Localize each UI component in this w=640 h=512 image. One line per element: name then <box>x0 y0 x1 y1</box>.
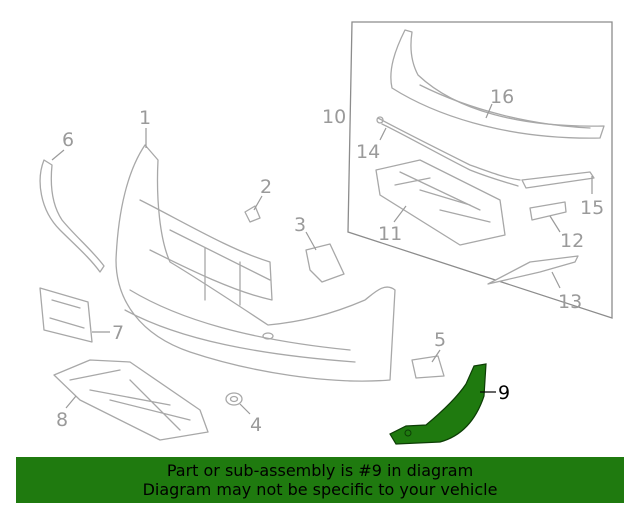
part-2-clip <box>244 205 261 223</box>
callout-7: 7 <box>112 322 124 344</box>
callout-2: 2 <box>260 176 272 198</box>
part-7-plate-bracket <box>39 287 93 343</box>
inset-box <box>347 21 613 319</box>
callout-12: 12 <box>560 230 584 252</box>
callout-15: 15 <box>580 197 604 219</box>
part-8-detail <box>69 369 191 431</box>
callout-16: 16 <box>490 86 514 108</box>
part-9-hole <box>404 429 412 437</box>
part-14-clip <box>376 116 384 124</box>
part-8-undertray <box>53 359 209 441</box>
part-13-strip <box>487 255 579 285</box>
leader-8 <box>65 395 77 409</box>
part-7-detail <box>49 299 85 329</box>
callout-6: 6 <box>62 129 74 151</box>
leader-11 <box>393 205 407 223</box>
callout-4: 4 <box>250 414 262 436</box>
part-3-bracket <box>305 243 345 283</box>
parts-diagram: 1 2 3 4 5 6 7 8 9 10 11 12 13 14 15 16 <box>39 21 613 445</box>
callout-14: 14 <box>356 141 380 163</box>
part-11-absorber <box>375 159 506 246</box>
part-6-trim <box>39 159 105 273</box>
banner-line-1: Part or sub-assembly is #9 in diagram <box>166 461 474 480</box>
callout-9: 9 <box>498 382 510 404</box>
part-16-strip <box>390 29 605 139</box>
part-9-bracket <box>389 363 487 445</box>
leader-14 <box>379 127 387 141</box>
leader-16 <box>485 103 493 119</box>
part-11-detail <box>394 171 491 223</box>
part-14-strip <box>377 117 521 187</box>
part-1-lower <box>124 289 356 363</box>
part-4-grommet-inner <box>229 395 239 403</box>
leader-6 <box>51 149 65 161</box>
callout-3: 3 <box>294 214 306 236</box>
leader-2 <box>253 195 263 211</box>
leader-5 <box>431 349 441 363</box>
banner-line-2: Diagram may not be specific to your vehi… <box>142 480 498 499</box>
callout-10: 10 <box>322 106 346 128</box>
callout-1: 1 <box>139 107 151 129</box>
leader-3 <box>305 231 317 251</box>
callout-11: 11 <box>378 223 402 245</box>
callout-13: 13 <box>558 291 582 313</box>
part-5-bracket <box>411 355 445 379</box>
part-1-bumper-cover <box>115 144 396 382</box>
part-1-grille <box>139 199 273 306</box>
callout-8: 8 <box>56 409 68 431</box>
leader-4 <box>239 403 251 415</box>
leader-12 <box>549 215 561 233</box>
part-16-detail <box>419 84 591 129</box>
info-banner: Part or sub-assembly is #9 in diagram Di… <box>16 457 624 503</box>
callout-5: 5 <box>434 329 446 351</box>
part-1-fog-hole <box>262 332 274 340</box>
part-12-bracket <box>529 201 567 221</box>
part-15-strip <box>521 171 595 189</box>
leader-13 <box>551 271 561 289</box>
part-4-grommet <box>225 392 243 406</box>
